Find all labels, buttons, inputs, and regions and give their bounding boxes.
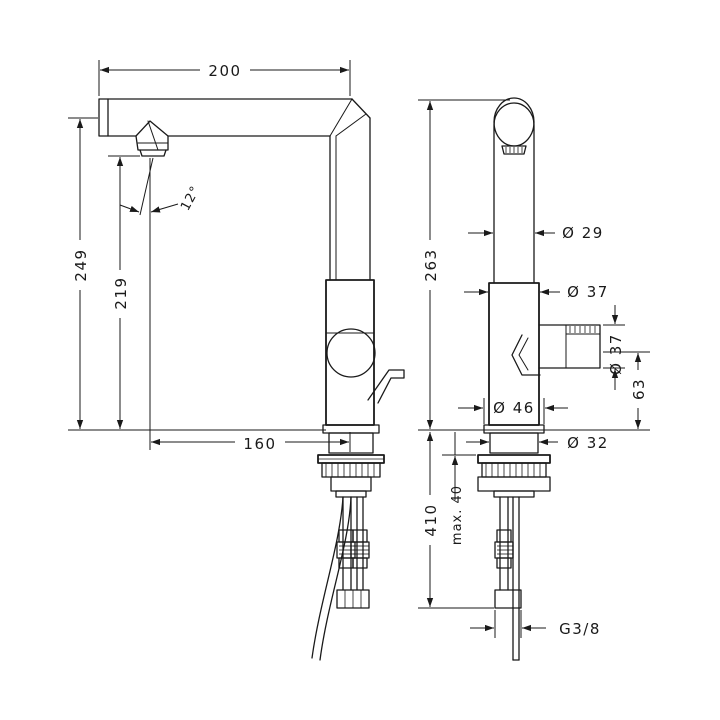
dim-dia-37-lever: Ø 37 — [603, 305, 625, 390]
label-12deg: 12° — [178, 183, 203, 213]
label-g38: G3/8 — [559, 620, 601, 638]
dim-dia-29: Ø 29 — [468, 224, 604, 242]
spout-arm — [98, 98, 371, 281]
dim-dia-37-body: Ø 37 — [464, 283, 609, 301]
dim-total-height: 249 — [68, 117, 98, 429]
label-249: 249 — [72, 248, 90, 281]
dim-hose-length: 410 — [418, 432, 494, 609]
front-view: 200 249 219 12° 160 — [68, 60, 405, 661]
dim-dia-32: Ø 32 — [466, 434, 609, 452]
dim-spout-reach: 200 — [98, 60, 351, 96]
label-219: 219 — [112, 276, 130, 309]
label-263: 263 — [422, 248, 440, 281]
label-dia-37-lever: Ø 37 — [607, 333, 625, 375]
side-hoses — [494, 496, 522, 661]
label-63: 63 — [630, 378, 648, 400]
dim-outlet-height: 219 — [108, 155, 140, 429]
spout-column — [493, 97, 535, 284]
supply-hoses — [311, 496, 370, 661]
dim-lever-height: 63 — [603, 351, 650, 429]
label-200: 200 — [208, 62, 241, 80]
dim-projection: 160 — [151, 432, 351, 453]
label-max-40: max. 40 — [450, 485, 465, 545]
dim-dia-46: Ø 46 — [458, 398, 568, 424]
label-dia-29: Ø 29 — [562, 224, 604, 242]
dim-spray-angle: 12° — [119, 157, 204, 450]
side-body — [477, 282, 601, 498]
label-410: 410 — [422, 503, 440, 536]
dim-side-height: 263 — [418, 99, 510, 429]
label-160: 160 — [243, 435, 276, 453]
label-dia-46: Ø 46 — [493, 399, 535, 417]
faucet-body — [317, 279, 405, 498]
dim-max-thickness: max. 40 — [442, 432, 476, 545]
label-dia-32: Ø 32 — [567, 434, 609, 452]
aerator — [135, 120, 169, 157]
side-view: 263 Ø 29 Ø 37 Ø 37 63 — [418, 97, 650, 661]
label-dia-37-body: Ø 37 — [567, 283, 609, 301]
dim-thread: G3/8 — [470, 610, 601, 638]
